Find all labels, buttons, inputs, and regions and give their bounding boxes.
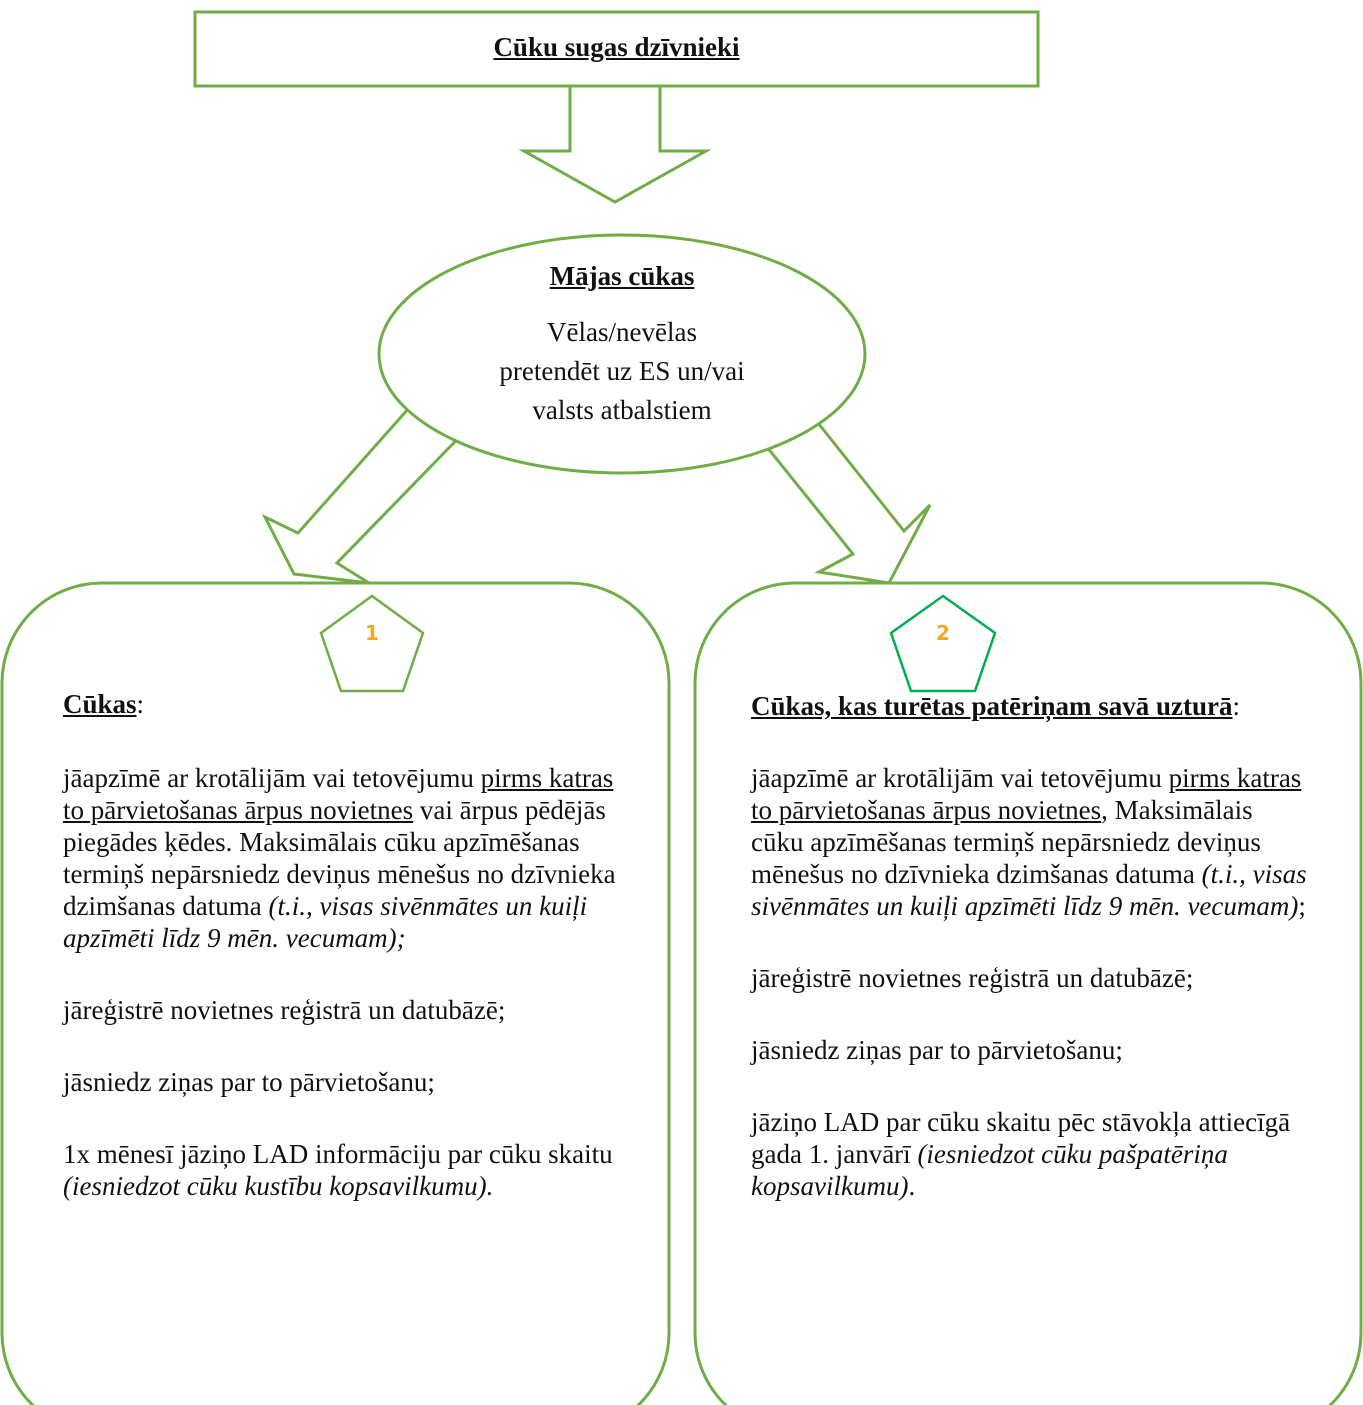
right-paragraph-2: jāreģistrē novietnes reģistrā un datubāz… [751,963,1194,993]
ellipse-line-3: valsts atbalstiem [532,395,712,425]
badge-2-label: 2 [936,621,950,645]
right-title-colon: : [1232,691,1241,721]
left-p1-underlined: pirms katras to pārvietošanas ārpus novi… [63,763,614,825]
top-box [193,10,1040,88]
left-p4-text: 1x mēnesī jāziņo LAD informāciju par cūk… [63,1139,613,1169]
right-title: Cūkas, kas turētas patēriņam savā uzturā [751,691,1233,721]
right-paragraph-1: jāapzīmē ar krotālijām vai tetovējumu pi… [751,762,1311,922]
right-p1-italic: (t.i., visas sivēnmātes un kuiļi apzīmēt… [751,859,1307,921]
right-content: Cūkas, kas turētas patēriņam savā uzturā… [751,690,1311,1202]
right-paragraph-4: jāziņo LAD par cūku skaitu pēc stāvokļa … [751,1106,1311,1202]
right-box [693,581,1363,1405]
pentagon-badge-2 [889,594,997,693]
ellipse-title: Mājas cūkas [549,261,695,291]
left-p4-italic: (iesniedzot cūku kustību kopsavilkumu). [63,1171,494,1201]
left-p1-rest: vai ārpus pēdējās piegādes ķēdes. Maksim… [63,795,616,921]
ellipse-node [377,233,867,475]
left-title: Cūkas [63,689,137,719]
right-title-line: Cūkas, kas turētas patēriņam savā uzturā… [751,690,1311,722]
pentagon-badge-1 [319,594,425,693]
left-box [0,581,671,1405]
left-paragraph-1: jāapzīmē ar krotālijām vai tetovējumu pi… [63,762,623,954]
left-title-line: Cūkas: [63,688,623,720]
right-p4-text: jāziņo LAD par cūku skaitu pēc stāvokļa … [751,1107,1291,1169]
right-p1-text: jāapzīmē ar krotālijām vai tetovējumu [751,763,1162,793]
left-diagonal-arrow [261,388,479,585]
left-content: Cūkas: jāapzīmē ar krotālijām vai tetovē… [63,688,623,1202]
right-p1-end: ; [1298,891,1306,921]
ellipse-line-2: pretendēt uz ES un/vai [499,356,745,386]
right-p1-rest: , Maksimālais cūku apzīmēšanas termiņš n… [751,795,1261,889]
right-paragraph-3: jāsniedz ziņas par to pārvietošanu; [751,1035,1123,1065]
right-p4-italic: (iesniedzot cūku pašpatēriņa kopsavilkum… [751,1139,1228,1201]
down-arrow [518,84,712,204]
top-title: Cūku sugas dzīvnieki [493,32,740,62]
badge-1-label: 1 [365,621,379,645]
left-title-colon: : [136,689,145,719]
left-p1-italic: (t.i., visas sivēnmātes un kuiļi apzīmēt… [63,891,588,953]
right-p1-underlined: pirms katras to pārvietošanas ārpus novi… [751,763,1302,825]
ellipse-line-1: Vēlas/nevēlas [547,317,697,347]
left-p1-text: jāapzīmē ar krotālijām vai tetovējumu [63,763,474,793]
left-paragraph-3: jāsniedz ziņas par to pārvietošanu; [63,1067,435,1097]
right-p4-end: . [908,1171,916,1201]
left-paragraph-4: 1x mēnesī jāziņo LAD informāciju par cūk… [63,1138,623,1202]
left-paragraph-2: jāreģistrē novietnes reģistrā un datubāz… [63,995,506,1025]
